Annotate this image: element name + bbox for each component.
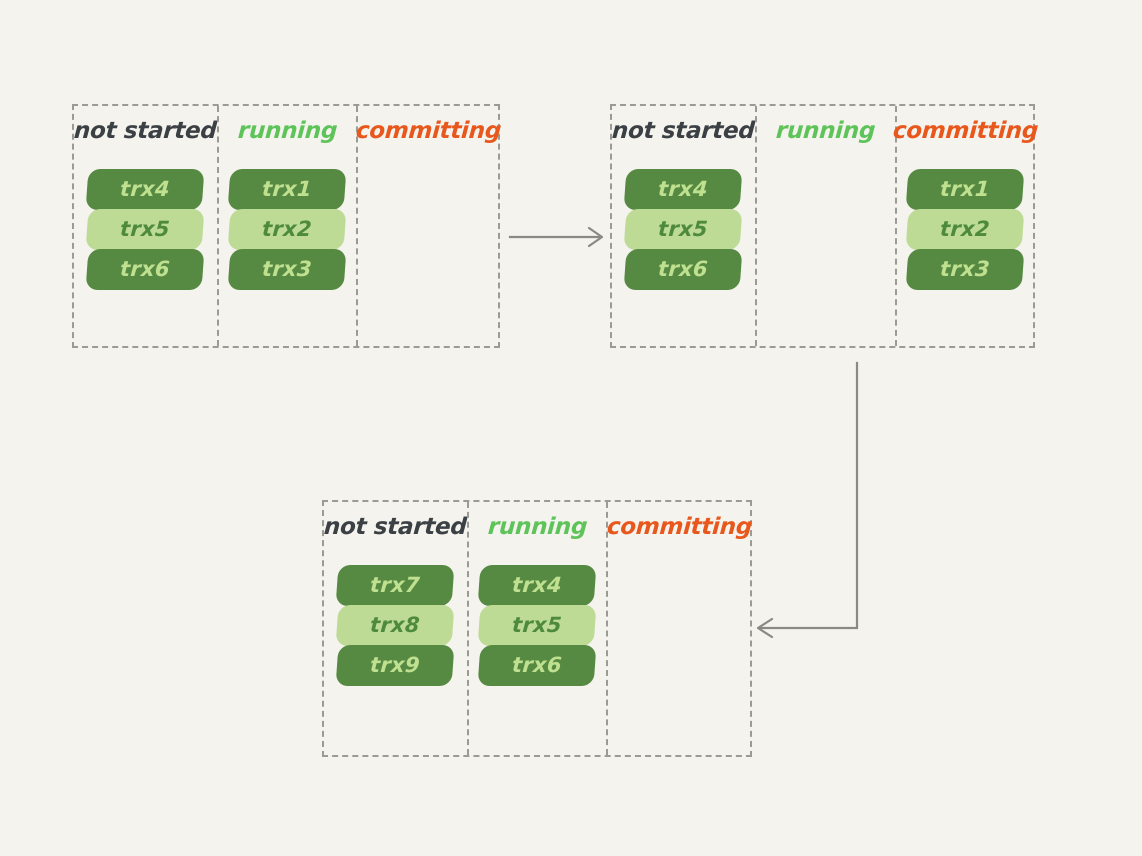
transaction-chip-label: trx4 (119, 177, 172, 201)
column-title-not-started: not started (611, 118, 756, 144)
transaction-chip[interactable]: trx9 (336, 645, 455, 686)
chip-stack-not-started: trx4 trx5 trx6 (86, 169, 205, 290)
column-title-committing: committing (891, 118, 1039, 144)
transaction-chip-label: trx5 (119, 217, 172, 241)
chip-stack-running: trx1 trx2 trx3 (228, 169, 347, 290)
state-panel-2: not started trx4 trx5 trx6 running commi… (610, 104, 1038, 348)
transaction-chip[interactable]: trx8 (336, 605, 455, 646)
transaction-chip-label: trx3 (939, 257, 991, 281)
transaction-chip[interactable]: trx5 (624, 209, 743, 250)
transaction-chip-label: trx6 (657, 257, 710, 281)
transaction-chip-label: trx6 (119, 257, 172, 281)
column-not-started: not started trx4 trx5 trx6 (73, 106, 218, 346)
column-running: running trx1 trx2 trx3 (216, 106, 356, 346)
transaction-chip[interactable]: trx5 (478, 605, 597, 646)
transaction-chip[interactable]: trx6 (86, 249, 205, 290)
column-not-started: not started trx7 trx8 trx9 (323, 502, 468, 755)
transaction-chip-label: trx2 (939, 217, 991, 241)
column-title-running: running (487, 514, 588, 540)
transaction-chip-label: trx9 (369, 653, 422, 677)
arrow-panel1-to-panel2 (508, 226, 604, 248)
transaction-chip[interactable]: trx6 (624, 249, 743, 290)
column-title-committing: committing (605, 514, 753, 540)
transaction-chip-label: trx4 (511, 573, 564, 597)
state-panel-1: not started trx4 trx5 trx6 running trx1 (72, 104, 501, 348)
transaction-chip[interactable]: trx1 (228, 169, 347, 210)
transaction-chip[interactable]: trx7 (336, 565, 455, 606)
transaction-chip-label: trx4 (657, 177, 710, 201)
column-title-committing: committing (354, 118, 502, 144)
column-committing: committing (605, 502, 753, 755)
transaction-chip[interactable]: trx6 (478, 645, 597, 686)
chip-stack-running: trx4 trx5 trx6 (478, 565, 597, 686)
transaction-chip[interactable]: trx2 (228, 209, 347, 250)
column-title-running: running (775, 118, 877, 144)
transaction-chip[interactable]: trx2 (905, 209, 1025, 250)
transaction-chip[interactable]: trx4 (624, 169, 743, 210)
transaction-chip-label: trx2 (261, 217, 314, 241)
transaction-chip[interactable]: trx3 (905, 249, 1025, 290)
transaction-chip-label: trx8 (369, 613, 422, 637)
column-not-started: not started trx4 trx5 trx6 (611, 106, 756, 346)
column-title-not-started: not started (73, 118, 218, 144)
transaction-chip[interactable]: trx3 (228, 249, 347, 290)
transaction-chip-label: trx5 (511, 613, 564, 637)
column-committing: committing trx1 trx2 trx3 (892, 106, 1038, 346)
column-title-not-started: not started (323, 514, 468, 540)
state-panel-3: not started trx7 trx8 trx9 running trx4 (322, 500, 752, 757)
transaction-chip[interactable]: trx5 (86, 209, 205, 250)
column-committing: committing (355, 106, 501, 346)
chip-stack-committing: trx1 trx2 trx3 (905, 169, 1025, 290)
transaction-chip-label: trx3 (261, 257, 314, 281)
transaction-chip[interactable]: trx4 (478, 565, 597, 606)
transaction-chip-label: trx7 (369, 573, 422, 597)
transaction-chip-label: trx5 (657, 217, 710, 241)
transaction-chip-label: trx1 (939, 177, 991, 201)
chip-stack-not-started: trx7 trx8 trx9 (336, 565, 455, 686)
arrow-panel2-to-panel3 (756, 361, 859, 639)
column-running: running (754, 106, 895, 346)
transaction-chip[interactable]: trx4 (86, 169, 205, 210)
transaction-chip[interactable]: trx1 (905, 169, 1025, 210)
column-title-running: running (237, 118, 338, 144)
column-running: running trx4 trx5 trx6 (466, 502, 606, 755)
transaction-chip-label: trx6 (511, 653, 564, 677)
transaction-chip-label: trx1 (261, 177, 314, 201)
chip-stack-not-started: trx4 trx5 trx6 (624, 169, 743, 290)
